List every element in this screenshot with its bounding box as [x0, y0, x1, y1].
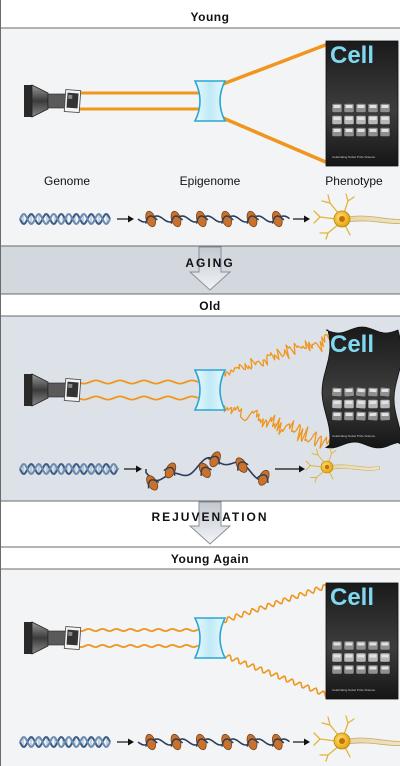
- column-label-epigenome: Epigenome: [180, 174, 241, 188]
- cover-subtitle: Celebrating Nobel Prize Science: [332, 434, 376, 438]
- cover-title: Cell: [330, 42, 374, 69]
- section-title-young: Young: [191, 10, 230, 24]
- old-epigenome-lens-icon: [195, 370, 225, 410]
- aging-label: AGING: [185, 256, 234, 270]
- column-label-genome: Genome: [44, 174, 90, 188]
- cover-title: Cell: [330, 584, 374, 611]
- young-again-epigenome-lens-icon: [195, 618, 225, 658]
- old-cell-cover: CellCelebrating Nobel Prize Science: [322, 327, 400, 448]
- rejuvenation-label: REJUVENATION: [151, 510, 268, 524]
- cover-title: Cell: [330, 331, 374, 358]
- section-title-young-again: Young Again: [171, 552, 249, 566]
- young-cell-cover: CellCelebrating Nobel Prize Science: [326, 41, 398, 166]
- young-epigenome-lens-icon: [195, 81, 225, 121]
- section-title-old: Old: [199, 299, 221, 313]
- cover-subtitle: Celebrating Nobel Prize Science: [332, 688, 376, 692]
- column-label-phenotype: Phenotype: [325, 174, 383, 188]
- young-again-cell-cover: CellCelebrating Nobel Prize Science: [326, 583, 398, 699]
- cover-subtitle: Celebrating Nobel Prize Science: [332, 155, 376, 159]
